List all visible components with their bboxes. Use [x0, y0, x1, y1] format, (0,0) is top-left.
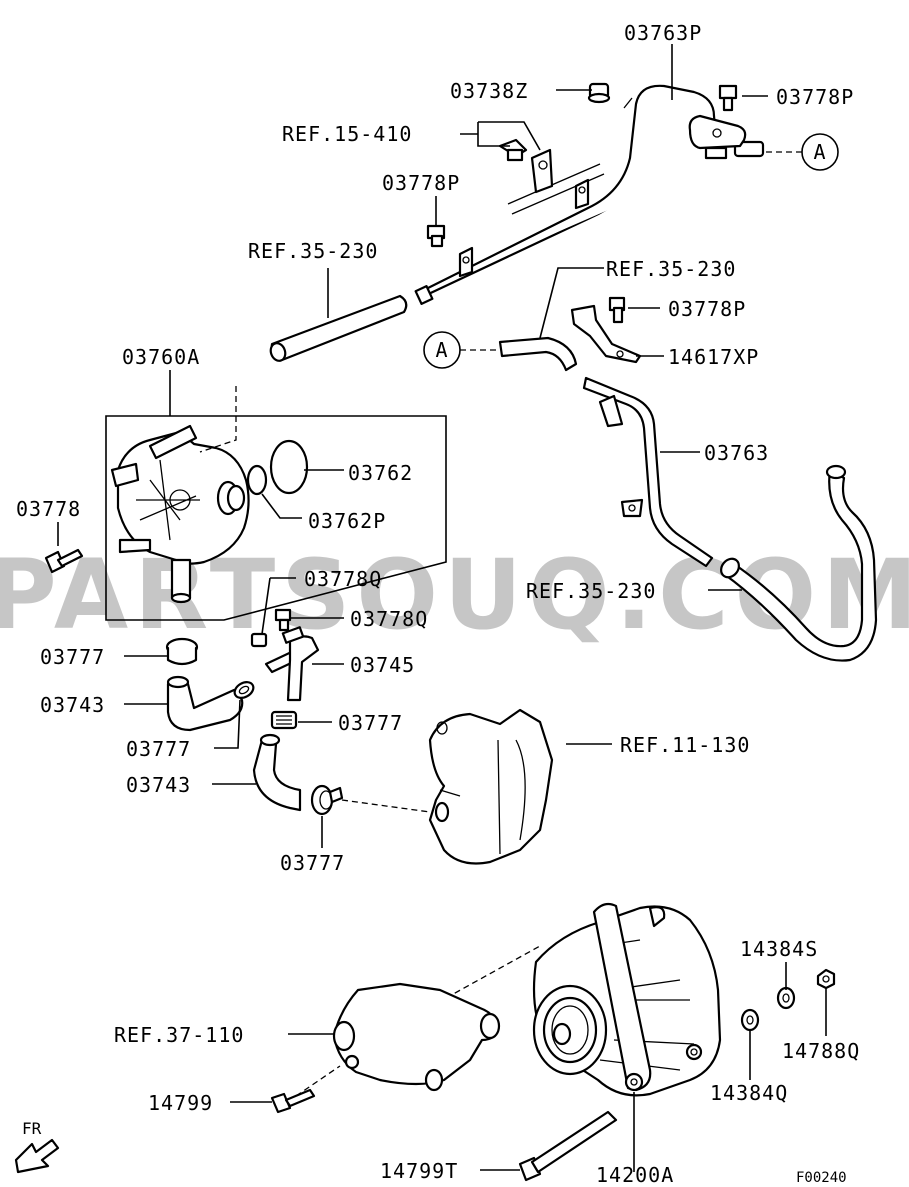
- callout-ref37-110[interactable]: REF.37-110: [114, 1023, 244, 1047]
- front-direction-label: FR: [22, 1119, 42, 1138]
- callout-03760a[interactable]: 03760A: [122, 345, 200, 369]
- callout-03738z[interactable]: 03738Z: [450, 79, 528, 103]
- hose-03743-b[interactable]: [252, 733, 302, 812]
- callout-14799t[interactable]: 14799T: [380, 1159, 458, 1183]
- callout-03743-a[interactable]: 03743: [40, 693, 105, 717]
- pipe-03745[interactable]: [264, 626, 320, 702]
- bolt-14799t[interactable]: [518, 1110, 618, 1182]
- engine-block-ref11-130: [428, 708, 554, 865]
- callout-03778p-right[interactable]: 03778P: [668, 297, 746, 321]
- callout-ref15-410[interactable]: REF.15-410: [282, 122, 412, 146]
- reference-marker-a-left: A: [423, 331, 500, 369]
- bolt-03738z[interactable]: [587, 82, 611, 104]
- clamp-03777-d[interactable]: [310, 784, 344, 816]
- callout-14799[interactable]: 14799: [148, 1091, 213, 1115]
- svg-text:A: A: [813, 140, 826, 164]
- vacuum-pipe-lower: [498, 296, 878, 662]
- callout-ref11-130[interactable]: REF.11-130: [620, 733, 750, 757]
- callout-ref35-230-lower[interactable]: REF.35-230: [526, 579, 656, 603]
- callout-03778q-a[interactable]: 03778Q: [304, 567, 382, 591]
- callout-14617xp[interactable]: 14617XP: [668, 345, 759, 369]
- clamp-03777-b[interactable]: [232, 679, 256, 701]
- callout-03777-c[interactable]: 03777: [338, 711, 403, 735]
- callout-03762p[interactable]: 03762P: [308, 509, 386, 533]
- bolt-03778q-a[interactable]: [250, 632, 268, 648]
- figure-code: F00240: [796, 1170, 847, 1186]
- bracket-ref37-110: [332, 982, 501, 1092]
- o-ring-03762p[interactable]: [246, 464, 268, 496]
- callout-14788q[interactable]: 14788Q: [782, 1039, 860, 1063]
- leader-lines: [57, 44, 827, 1172]
- washer-14384s[interactable]: [776, 986, 796, 1010]
- clamp-03777-c[interactable]: [270, 710, 298, 730]
- bolt-03778[interactable]: [44, 548, 84, 574]
- bolt-03778p-top[interactable]: [718, 84, 738, 112]
- callout-03778p-top[interactable]: 03778P: [776, 85, 854, 109]
- svg-text:A: A: [435, 338, 448, 362]
- callout-03763p[interactable]: 03763P: [624, 21, 702, 45]
- callout-03777-a[interactable]: 03777: [40, 645, 105, 669]
- bolt-03778q-b[interactable]: [274, 608, 292, 632]
- vacuum-pump[interactable]: [110, 424, 250, 604]
- callout-14200a[interactable]: 14200A: [596, 1163, 674, 1187]
- callout-03778[interactable]: 03778: [16, 497, 81, 521]
- hose-ref35-230-upper: [269, 294, 408, 362]
- stud-ref15-410: [498, 138, 528, 162]
- o-ring-03762[interactable]: [269, 439, 309, 495]
- vacuum-pump-assembly-box: [105, 415, 447, 621]
- callout-03762[interactable]: 03762: [348, 461, 413, 485]
- callout-ref35-230-upper[interactable]: REF.35-230: [248, 239, 378, 263]
- reference-marker-a-right: A: [766, 133, 839, 171]
- callout-03777-d[interactable]: 03777: [280, 851, 345, 875]
- callout-03743-b[interactable]: 03743: [126, 773, 191, 797]
- callout-03745[interactable]: 03745: [350, 653, 415, 677]
- callout-14384q[interactable]: 14384Q: [710, 1081, 788, 1105]
- front-direction-arrow-icon: [14, 1138, 60, 1174]
- hose-03743-a[interactable]: [166, 675, 244, 732]
- alternator-14200a[interactable]: [532, 902, 722, 1097]
- bolt-03778p-mid[interactable]: [426, 224, 446, 248]
- callout-14384s[interactable]: 14384S: [740, 937, 818, 961]
- nut-14788q[interactable]: [816, 968, 836, 990]
- vacuum-pipe-upper: [414, 84, 765, 305]
- bolt-14799[interactable]: [270, 1088, 316, 1114]
- callout-ref35-230-mid[interactable]: REF.35-230: [606, 257, 736, 281]
- washer-14384q[interactable]: [740, 1008, 760, 1032]
- callout-03778q-b[interactable]: 03778Q: [350, 607, 428, 631]
- callout-03763[interactable]: 03763: [704, 441, 769, 465]
- callout-03777-b[interactable]: 03777: [126, 737, 191, 761]
- callout-03778p-mid[interactable]: 03778P: [382, 171, 460, 195]
- clamp-03777-a[interactable]: [165, 637, 199, 666]
